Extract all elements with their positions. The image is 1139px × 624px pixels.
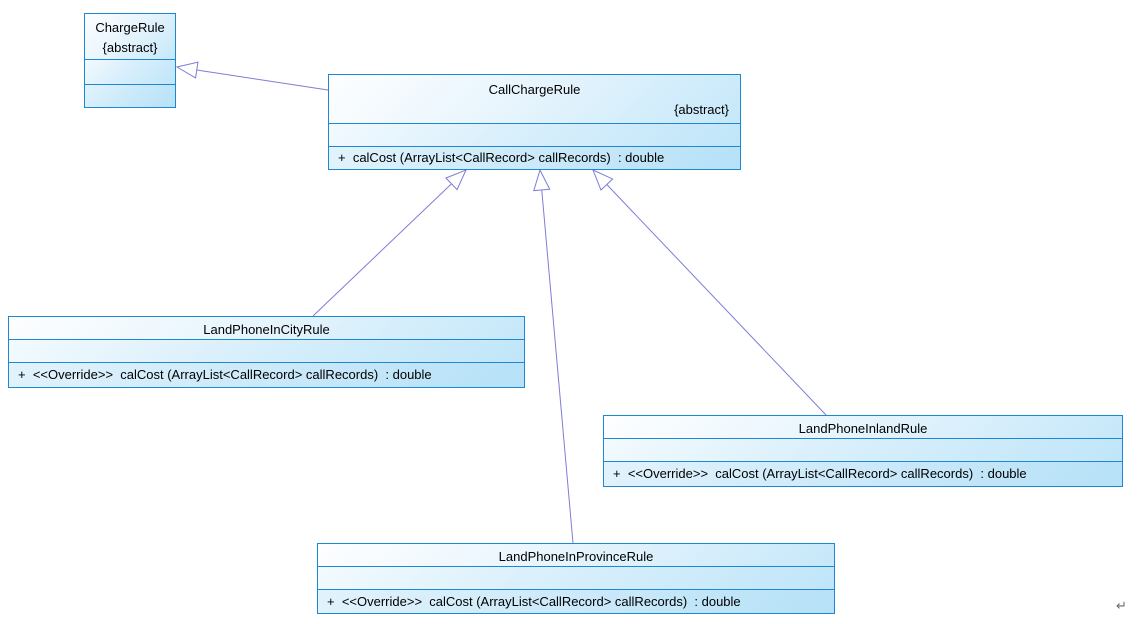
method-calcost-override: + <<Override>> calCost (ArrayList<CallRe… — [18, 367, 432, 382]
methods-compartment: + calCost (ArrayList<CallRecord> callRec… — [329, 146, 740, 169]
class-landphoneinprovincerule[interactable]: LandPhoneInProvinceRule + <<Override>> c… — [317, 543, 835, 614]
attributes-compartment — [85, 59, 175, 84]
methods-compartment: + <<Override>> calCost (ArrayList<CallRe… — [318, 589, 834, 613]
class-callchargerule[interactable]: CallChargeRule {abstract} + calCost (Arr… — [328, 74, 741, 170]
class-title-compartment: LandPhoneInCityRule — [9, 317, 524, 339]
method-calcost: + calCost (ArrayList<CallRecord> callRec… — [338, 150, 665, 165]
attributes-compartment — [604, 438, 1122, 461]
generalization-inland-to-callchargerule — [592, 169, 827, 416]
class-chargerule[interactable]: ChargeRule {abstract} — [84, 13, 176, 108]
class-landphoneinlandrule[interactable]: LandPhoneInlandRule + <<Override>> calCo… — [603, 415, 1123, 487]
class-title-compartment: LandPhoneInProvinceRule — [318, 544, 834, 566]
attributes-compartment — [9, 339, 524, 362]
class-name: LandPhoneInlandRule — [798, 421, 928, 436]
class-name: CallChargeRule — [488, 82, 581, 97]
class-landphoneincityrule[interactable]: LandPhoneInCityRule + <<Override>> calCo… — [8, 316, 525, 388]
method-calcost-override: + <<Override>> calCost (ArrayList<CallRe… — [613, 466, 1027, 481]
attributes-compartment — [329, 123, 740, 146]
abstract-tag: {abstract} — [674, 102, 729, 117]
method-calcost-override: + <<Override>> calCost (ArrayList<CallRe… — [327, 593, 741, 609]
generalization-province-to-callchargerule — [533, 168, 574, 544]
methods-compartment: + <<Override>> calCost (ArrayList<CallRe… — [604, 461, 1122, 486]
abstract-tag: {abstract} — [102, 40, 158, 55]
class-title-compartment: LandPhoneInlandRule — [604, 416, 1122, 438]
class-title-compartment: CallChargeRule {abstract} — [329, 75, 740, 123]
methods-compartment — [85, 84, 175, 107]
methods-compartment: + <<Override>> calCost (ArrayList<CallRe… — [9, 362, 524, 387]
class-name: LandPhoneInProvinceRule — [498, 549, 654, 564]
generalization-callchargerule-to-chargerule — [175, 61, 329, 91]
class-name: LandPhoneInCityRule — [203, 322, 330, 337]
class-title-compartment: ChargeRule {abstract} — [85, 14, 175, 59]
attributes-compartment — [318, 566, 834, 589]
generalization-city-to-callchargerule — [312, 169, 467, 317]
class-name: ChargeRule — [95, 20, 165, 35]
paragraph-return-mark: ↵ — [1116, 598, 1127, 613]
